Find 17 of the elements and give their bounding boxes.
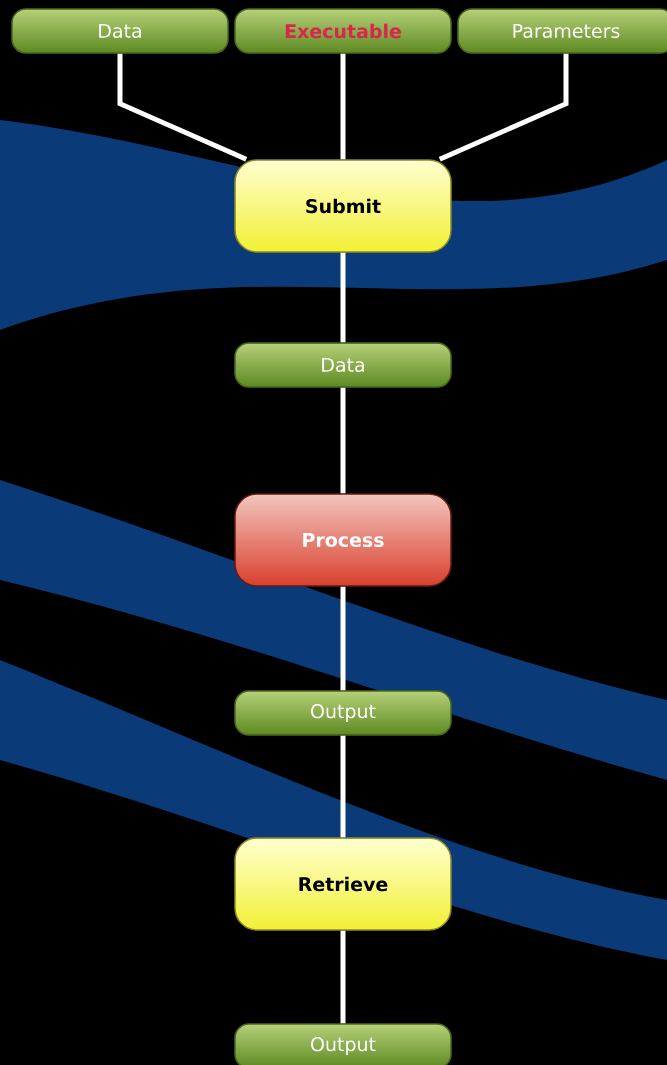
connector-line — [340, 53, 346, 160]
data-pill: Data — [234, 342, 452, 388]
step-box: Retrieve — [234, 837, 452, 931]
connector-line — [340, 735, 346, 838]
step-box: Submit — [234, 159, 452, 253]
data-pill: Executable — [234, 8, 452, 54]
connector-line — [340, 586, 346, 691]
data-pill: Output — [234, 1023, 452, 1065]
connector-line — [117, 53, 248, 162]
connector-line — [340, 930, 346, 1024]
connector-line — [438, 53, 569, 162]
data-pill: Data — [11, 8, 229, 54]
data-pill: Parameters — [457, 8, 667, 54]
step-box: Process — [234, 493, 452, 587]
connector-line — [340, 252, 346, 343]
data-pill: Output — [234, 690, 452, 736]
connector-line — [340, 387, 346, 494]
